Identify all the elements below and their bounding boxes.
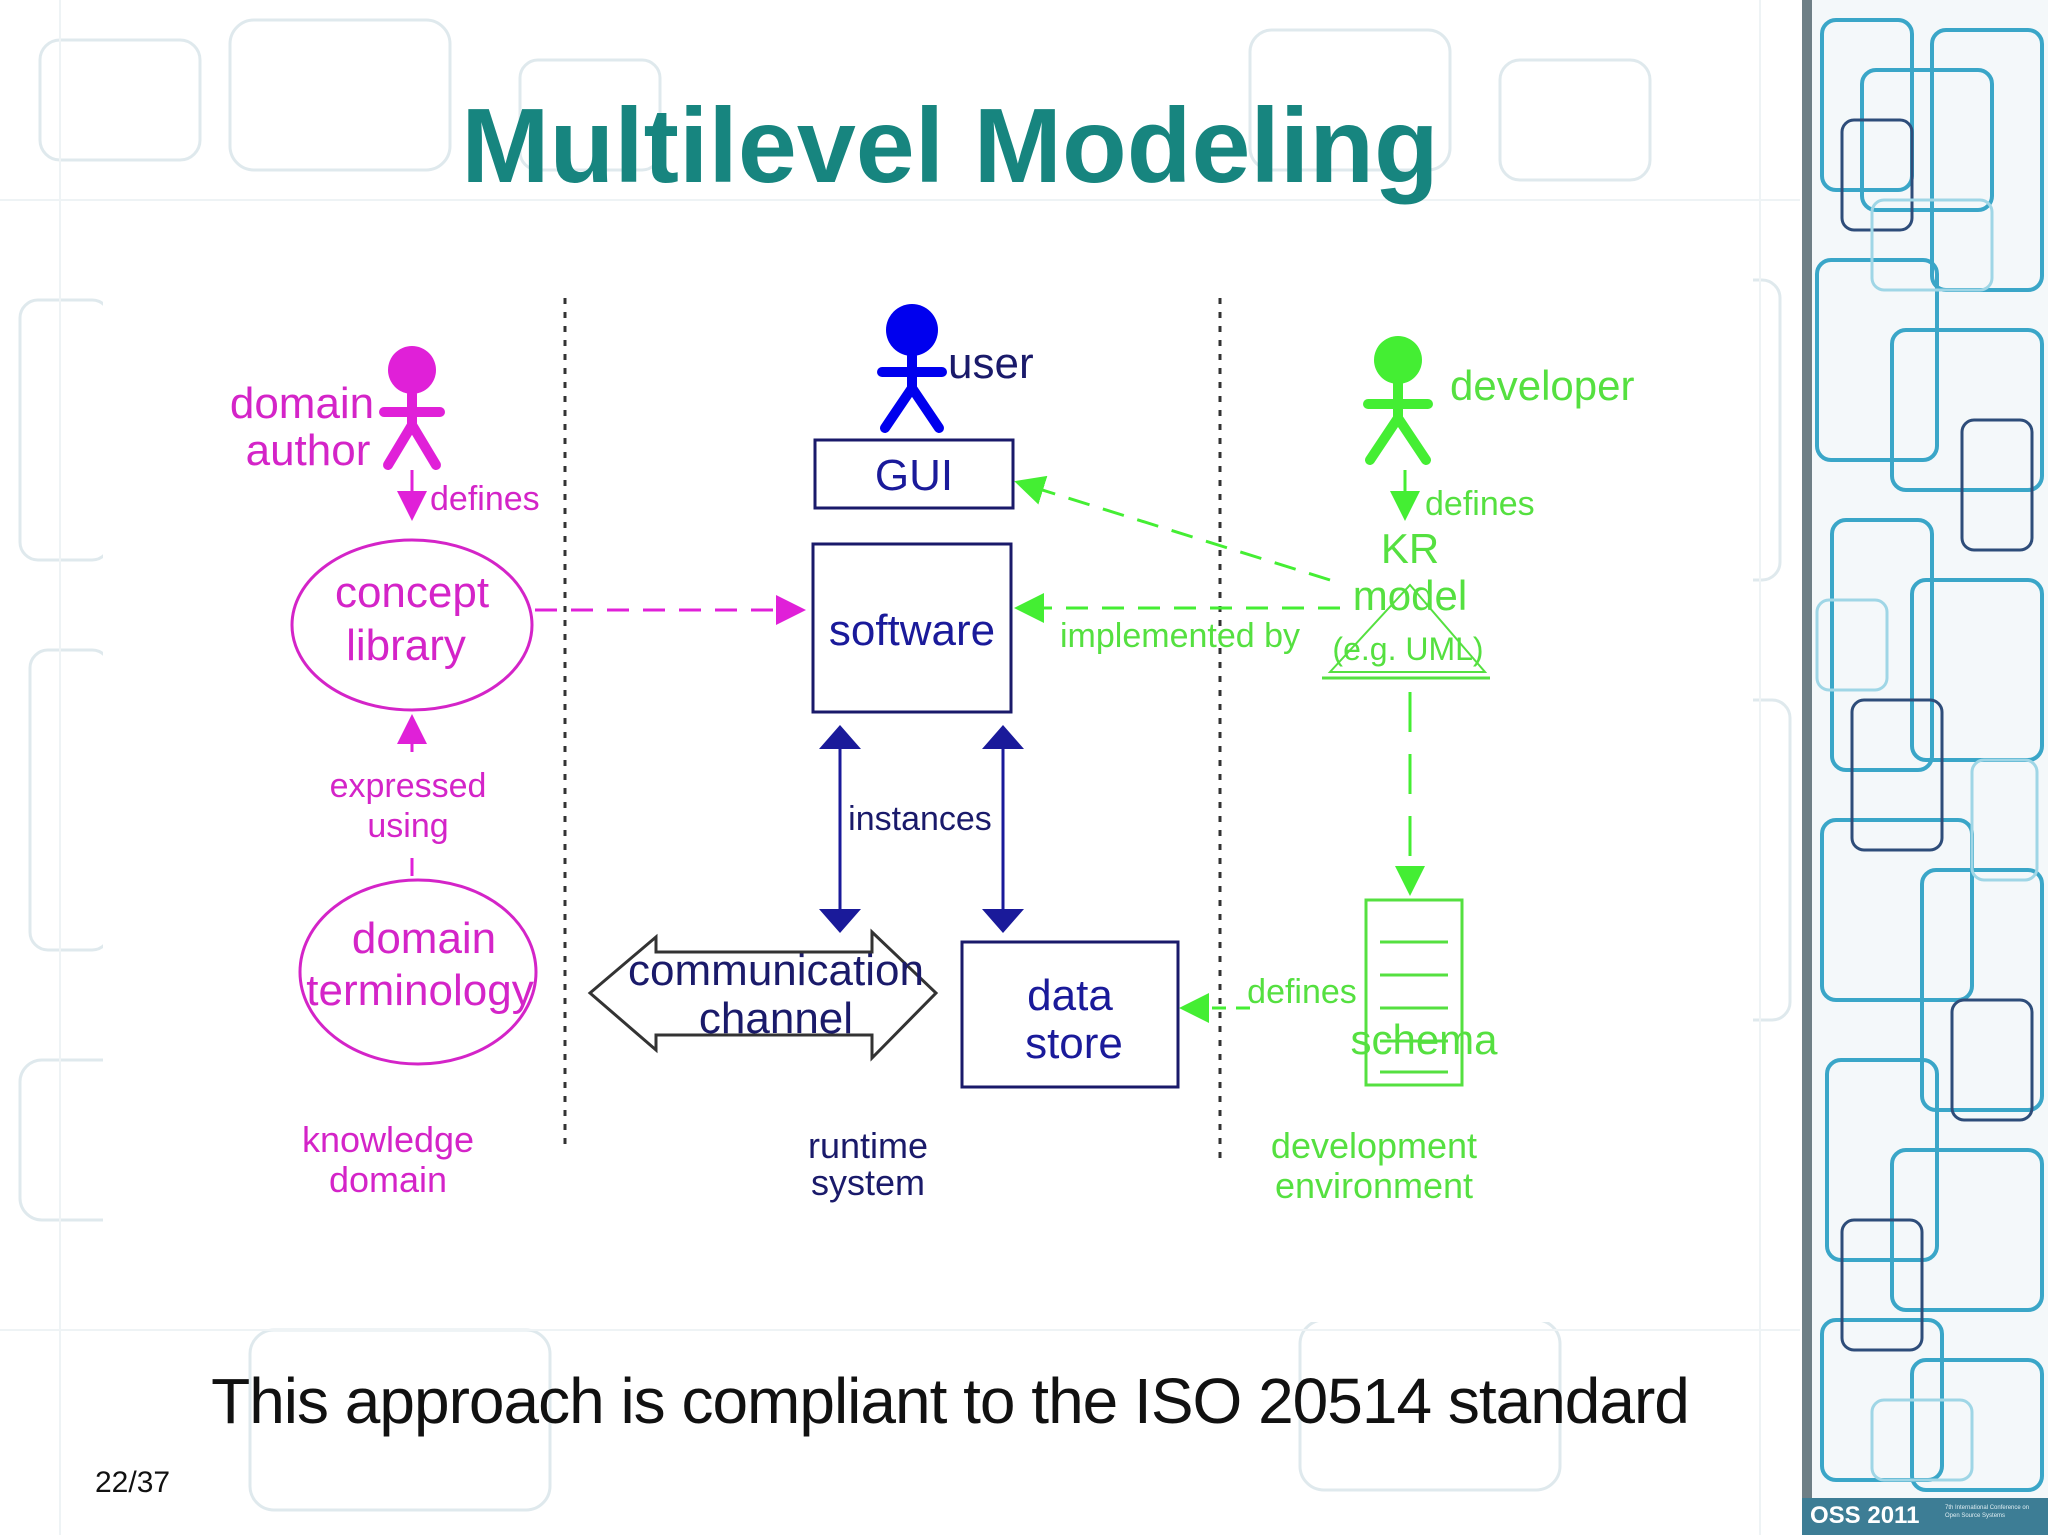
software-label: software: [829, 606, 995, 655]
data-store-label-1: data: [1027, 971, 1113, 1020]
runtime-system-label-2: system: [811, 1162, 925, 1203]
user-actor-icon: [877, 304, 947, 433]
expressed-using-label-2: using: [367, 807, 448, 845]
domain-author-label-2: author: [246, 426, 371, 475]
kr-model-label-2: model: [1353, 572, 1467, 619]
developer-label: developer: [1450, 362, 1634, 409]
background-pattern: [0, 0, 1800, 1535]
gui-label: GUI: [875, 451, 953, 500]
concept-library-label-2: library: [346, 621, 466, 670]
implemented-by-label: implemented by: [1060, 617, 1300, 655]
schema-document-icon: [1364, 898, 1464, 1087]
schema-label: schema: [1350, 1016, 1498, 1063]
knowledge-domain-label-1: knowledge: [302, 1119, 474, 1160]
development-environment-label-2: environment: [1275, 1165, 1473, 1206]
communication-channel-arrow: [587, 928, 939, 1062]
slide-caption: This approach is compliant to the ISO 20…: [211, 1365, 1690, 1437]
developer-actor-icon: [1363, 336, 1433, 465]
conference-logo: OSS 2011: [1810, 1502, 1920, 1529]
footer-bar: [1802, 1498, 2048, 1535]
user-label: user: [948, 339, 1034, 388]
kr-model-triangle: [1327, 583, 1488, 673]
knowledge-domain-label-2: domain: [329, 1159, 447, 1200]
kr-model-label-3: (e.g. UML): [1332, 631, 1483, 667]
gui-box: [813, 438, 1015, 510]
data-store-box: [960, 940, 1180, 1089]
right-decoration-panel: [1802, 0, 2048, 1535]
expressed-using-label-1: expressed: [330, 767, 487, 805]
domain-terminology-label-2: terminology: [306, 966, 533, 1015]
defines-label-development: defines: [1425, 485, 1535, 523]
communication-channel-label-1: communication: [628, 946, 924, 995]
domain-author-label-1: domain: [230, 379, 374, 428]
runtime-system-label-1: runtime: [808, 1125, 928, 1166]
domain-author-actor-icon: [379, 346, 445, 470]
kr-to-gui-arrow: [1014, 475, 1331, 582]
concept-library-label-1: concept: [335, 568, 489, 617]
instances-label: instances: [848, 800, 992, 838]
development-environment-label-1: development: [1271, 1125, 1477, 1166]
domain-terminology-label-1: domain: [352, 914, 496, 963]
software-box: [811, 542, 1013, 714]
domain-terminology-ellipse: [298, 878, 538, 1066]
defines-label-knowledge: defines: [430, 480, 540, 518]
communication-channel-label-2: channel: [699, 994, 853, 1043]
slide-title: Multilevel Modeling: [461, 87, 1439, 205]
concept-library-ellipse: [290, 538, 534, 712]
circuit-pattern: [1802, 0, 2044, 1535]
page-number: 22/37: [95, 1466, 171, 1499]
defines-store-label: defines: [1247, 973, 1357, 1011]
data-store-label-2: store: [1025, 1019, 1123, 1068]
conference-name: 7th International Conference on Open Sou…: [1945, 1505, 2030, 1519]
kr-model-label-1: KR: [1381, 525, 1439, 572]
